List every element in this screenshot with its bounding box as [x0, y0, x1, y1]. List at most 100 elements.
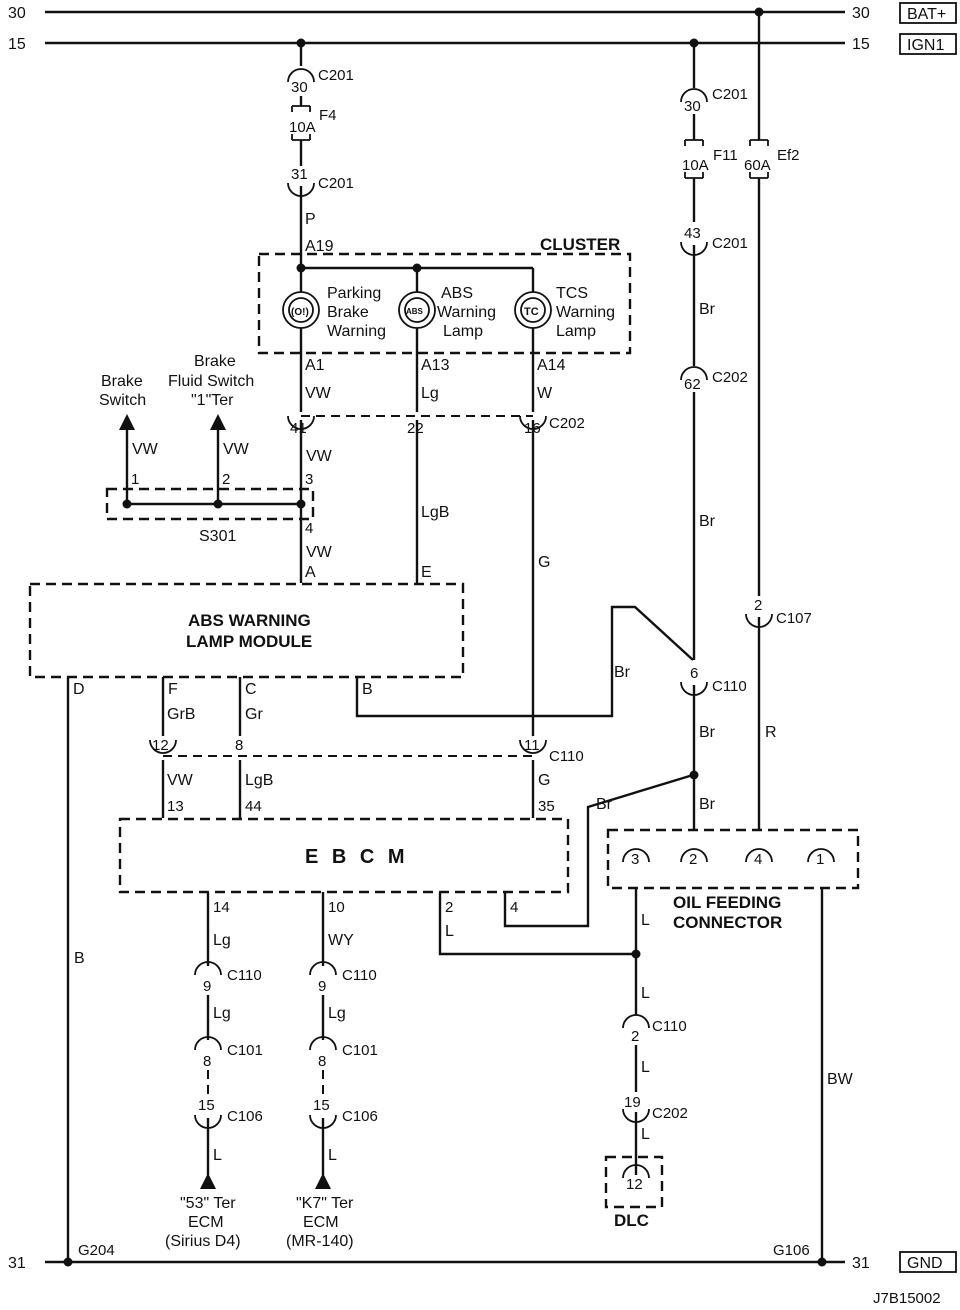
- svg-text:L: L: [328, 1147, 337, 1164]
- svg-text:L: L: [213, 1147, 222, 1164]
- svg-text:C106: C106: [227, 1108, 263, 1125]
- svg-text:E: E: [421, 564, 432, 581]
- ign-tag: IGN1: [907, 37, 944, 54]
- ebcm-module: E B C M 14 10 Lg WY 2 L 4 Br: [118, 773, 694, 966]
- svg-text:WY: WY: [328, 932, 354, 949]
- svg-text:Brake: Brake: [101, 373, 143, 390]
- svg-text:Brake: Brake: [194, 353, 236, 370]
- svg-text:2: 2: [689, 851, 697, 868]
- svg-text:G: G: [538, 772, 550, 789]
- svg-text:C110: C110: [549, 748, 584, 765]
- svg-text:L: L: [641, 1126, 650, 1143]
- svg-text:9: 9: [203, 978, 211, 995]
- svg-text:C110: C110: [712, 678, 747, 695]
- f4-rating: 10A: [289, 119, 316, 136]
- brake-lamp-icon: (O!): [291, 307, 309, 318]
- svg-text:Lg: Lg: [328, 1005, 346, 1022]
- gnd-left-num: 31: [8, 1255, 26, 1272]
- svg-text:2: 2: [222, 471, 230, 488]
- bat-right-num: 30: [852, 5, 870, 22]
- svg-text:Lamp: Lamp: [556, 323, 596, 340]
- svg-text:19: 19: [624, 1094, 641, 1111]
- f11-name: F11: [713, 147, 738, 164]
- cluster-title: CLUSTER: [540, 235, 620, 254]
- svg-text:VW: VW: [305, 385, 332, 402]
- svg-text:VW: VW: [223, 441, 250, 458]
- svg-text:2: 2: [754, 597, 762, 614]
- svg-text:Br: Br: [596, 796, 613, 813]
- c201-pin-30-left: 30: [291, 79, 308, 96]
- c110-middle: 12 8 11 C110 VW LgB G 13 44 35: [149, 737, 584, 818]
- ign-rail: 15 15 IGN1: [8, 33, 957, 55]
- svg-text:15: 15: [313, 1097, 330, 1114]
- svg-text:VW: VW: [306, 448, 333, 465]
- svg-text:Lamp: Lamp: [443, 323, 483, 340]
- tcs-lamp-icon: TC: [524, 306, 539, 318]
- ign-right-num: 15: [852, 36, 870, 53]
- svg-text:GrB: GrB: [167, 706, 195, 723]
- svg-text:L: L: [641, 1059, 650, 1076]
- svg-text:43: 43: [684, 225, 701, 242]
- svg-text:ECM: ECM: [303, 1214, 339, 1231]
- svg-text:L: L: [641, 912, 650, 929]
- svg-text:41: 41: [290, 420, 307, 437]
- svg-text:12: 12: [626, 1176, 643, 1193]
- svg-text:3: 3: [631, 851, 639, 868]
- svg-text:Br: Br: [699, 796, 716, 813]
- parking-brake-lamp: (O!) Parking Brake Warning: [282, 285, 386, 340]
- svg-text:ECM: ECM: [188, 1214, 224, 1231]
- svg-text:30: 30: [684, 98, 701, 115]
- svg-text:C101: C101: [227, 1042, 263, 1059]
- svg-text:S301: S301: [199, 528, 236, 545]
- svg-text:C201: C201: [712, 235, 748, 252]
- f11-rating: 10A: [682, 157, 709, 174]
- wire-p: P: [305, 211, 316, 228]
- svg-text:Br: Br: [699, 301, 716, 318]
- svg-text:Brake: Brake: [327, 304, 369, 321]
- f4-feed: 30 C201 F4 10A 31 C201 P A19: [287, 38, 354, 268]
- svg-text:12: 12: [152, 737, 169, 754]
- ecm-right-chain: 9 C110 Lg 8 C101 15 C106 L "K7" Ter ECM …: [286, 961, 378, 1250]
- svg-text:Warning: Warning: [327, 323, 386, 340]
- svg-text:(Sirius D4): (Sirius D4): [165, 1233, 241, 1250]
- svg-text:Br: Br: [614, 664, 631, 681]
- svg-text:LAMP MODULE: LAMP MODULE: [186, 632, 312, 651]
- ecm-left-chain: 9 C110 Lg 8 C101 15 C106 L "53" Ter ECM …: [165, 961, 263, 1250]
- ef2-rating: 60A: [744, 157, 771, 174]
- svg-text:C201: C201: [712, 86, 748, 103]
- brake-switch: Brake Switch VW 1: [99, 373, 159, 504]
- gnd-right-num: 31: [852, 1255, 870, 1272]
- svg-text:(MR-140): (MR-140): [286, 1233, 354, 1250]
- svg-text:B: B: [362, 681, 373, 698]
- svg-text:13: 13: [167, 798, 184, 815]
- svg-text:C106: C106: [342, 1108, 378, 1125]
- svg-text:VW: VW: [167, 772, 194, 789]
- oil-feeding-connector: 3 2 4 1 OIL FEEDING CONNECTOR L L BW: [606, 828, 860, 1262]
- svg-text:2: 2: [445, 899, 453, 916]
- svg-text:L: L: [445, 923, 454, 940]
- svg-text:"1"Ter: "1"Ter: [191, 392, 234, 409]
- svg-text:A1: A1: [305, 357, 325, 374]
- bat-tag: BAT+: [907, 6, 946, 23]
- svg-text:C202: C202: [712, 369, 748, 386]
- svg-text:4: 4: [754, 851, 762, 868]
- svg-text:ABS WARNING: ABS WARNING: [188, 611, 311, 630]
- svg-text:14: 14: [213, 899, 230, 916]
- svg-text:4: 4: [305, 520, 313, 537]
- svg-text:1: 1: [816, 851, 824, 868]
- svg-text:4: 4: [510, 899, 518, 916]
- svg-text:C110: C110: [342, 967, 377, 984]
- svg-text:Br: Br: [699, 513, 716, 530]
- svg-text:A13: A13: [421, 357, 450, 374]
- bat-rail: 30 30 BAT+: [8, 2, 957, 24]
- svg-text:TCS: TCS: [556, 285, 588, 302]
- gnd-tag: GND: [907, 1255, 943, 1272]
- svg-text:A14: A14: [537, 357, 566, 374]
- abs-warning-lamp: ABS ABS Warning Lamp: [398, 285, 496, 340]
- svg-text:"53" Ter: "53" Ter: [180, 1195, 236, 1212]
- grounds: G204 G106: [63, 1242, 827, 1267]
- svg-text:VW: VW: [306, 544, 333, 561]
- cluster: CLUSTER (O!) Parking Brake Warning ABS A…: [257, 235, 632, 412]
- svg-text:C107: C107: [776, 610, 812, 627]
- ef2-name: Ef2: [777, 147, 800, 164]
